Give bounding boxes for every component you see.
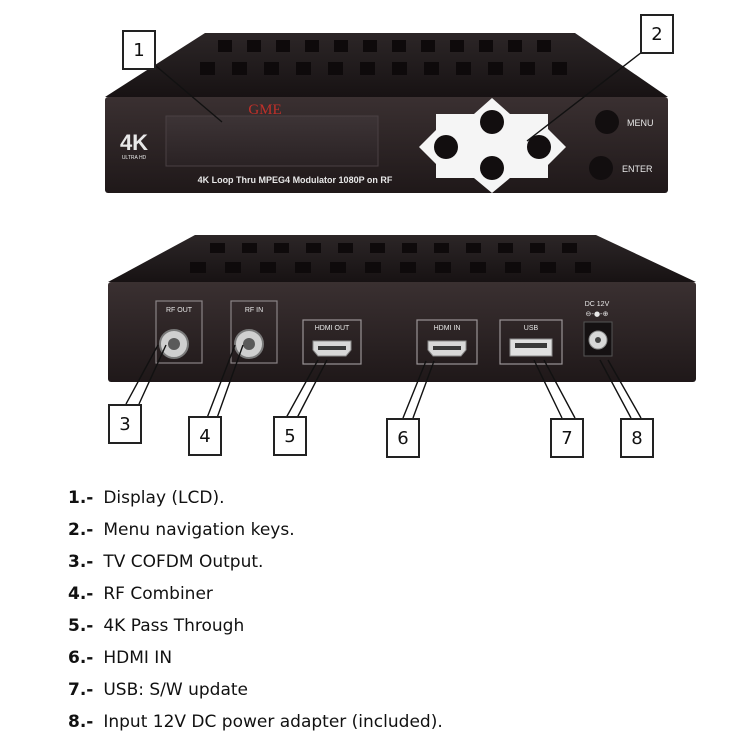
dc-label: DC 12V bbox=[585, 301, 610, 308]
callout-8: 8 bbox=[620, 418, 654, 458]
brand-label: GME bbox=[248, 102, 281, 118]
menu-label: MENU bbox=[627, 118, 654, 128]
enter-button[interactable] bbox=[589, 156, 613, 180]
rf-in-label: RF IN bbox=[245, 307, 263, 314]
legend-item-5: 5.- 4K Pass Through bbox=[68, 610, 708, 642]
legend-item-4: 4.- RF Combiner bbox=[68, 578, 708, 610]
dc-polarity-icon: ⊖-●-⊕ bbox=[586, 310, 609, 318]
rf-in-pin bbox=[243, 338, 255, 350]
legend-number: 1.- bbox=[68, 488, 93, 508]
legend-number: 8.- bbox=[68, 712, 93, 732]
callout-7: 7 bbox=[550, 418, 584, 458]
model-label: 4K Loop Thru MPEG4 Modulator 1080P on RF bbox=[198, 175, 393, 185]
dc-pin bbox=[595, 337, 601, 343]
legend-text: RF Combiner bbox=[103, 584, 213, 604]
callout-1: 1 bbox=[122, 30, 156, 70]
rf-out-pin bbox=[168, 338, 180, 350]
product-diagram: GME 4K ULTRA HD 4K Loop Thru MPEG4 Modul… bbox=[0, 0, 750, 480]
hdmi-in-label: HDMI IN bbox=[434, 325, 461, 332]
legend-text: Input 12V DC power adapter (included). bbox=[103, 712, 442, 732]
front-unit-top bbox=[105, 33, 668, 97]
up-key-button[interactable] bbox=[480, 110, 504, 134]
callout-2: 2 bbox=[640, 14, 674, 54]
legend-item-8: 8.- Input 12V DC power adapter (included… bbox=[68, 706, 708, 738]
legend-item-1: 1.- Display (LCD). bbox=[68, 482, 708, 514]
callout-3: 3 bbox=[108, 404, 142, 444]
legend-text: TV COFDM Output. bbox=[103, 552, 263, 572]
callout-6: 6 bbox=[386, 418, 420, 458]
lcd-display bbox=[166, 116, 378, 166]
enter-label: ENTER bbox=[622, 164, 653, 174]
legend-text: USB: S/W update bbox=[103, 680, 248, 700]
legend-item-6: 6.- HDMI IN bbox=[68, 642, 708, 674]
callout-4: 4 bbox=[188, 416, 222, 456]
legend-number: 7.- bbox=[68, 680, 93, 700]
hdmi-out-label: HDMI OUT bbox=[315, 325, 350, 332]
legend-text: Menu navigation keys. bbox=[103, 520, 294, 540]
front-unit: GME 4K ULTRA HD 4K Loop Thru MPEG4 Modul… bbox=[105, 33, 668, 193]
rear-unit: RF OUT RF IN HDMI OUT HDMI IN USB bbox=[108, 235, 696, 382]
legend-text: Display (LCD). bbox=[103, 488, 224, 508]
down-key-button[interactable] bbox=[480, 156, 504, 180]
hdmi-out-slot bbox=[318, 346, 346, 350]
legend-text: HDMI IN bbox=[103, 648, 172, 668]
legend-item-7: 7.- USB: S/W update bbox=[68, 674, 708, 706]
rf-out-label: RF OUT bbox=[166, 307, 193, 314]
usb-slot bbox=[515, 343, 547, 348]
legend-number: 3.- bbox=[68, 552, 93, 572]
legend-number: 5.- bbox=[68, 616, 93, 636]
legend-text: 4K Pass Through bbox=[103, 616, 244, 636]
left-key-button[interactable] bbox=[434, 135, 458, 159]
legend-number: 2.- bbox=[68, 520, 93, 540]
callout-5: 5 bbox=[273, 416, 307, 456]
ultra-hd-logo-text: ULTRA HD bbox=[122, 155, 147, 161]
usb-label: USB bbox=[524, 325, 539, 332]
legend-item-2: 2.- Menu navigation keys. bbox=[68, 514, 708, 546]
4k-logo: 4K bbox=[120, 130, 148, 155]
legend-item-3: 3.- TV COFDM Output. bbox=[68, 546, 708, 578]
legend-list: 1.- Display (LCD). 2.- Menu navigation k… bbox=[68, 482, 708, 738]
legend-number: 6.- bbox=[68, 648, 93, 668]
hdmi-in-slot bbox=[433, 346, 461, 350]
menu-button[interactable] bbox=[595, 110, 619, 134]
rear-unit-top bbox=[108, 235, 696, 282]
legend-number: 4.- bbox=[68, 584, 93, 604]
